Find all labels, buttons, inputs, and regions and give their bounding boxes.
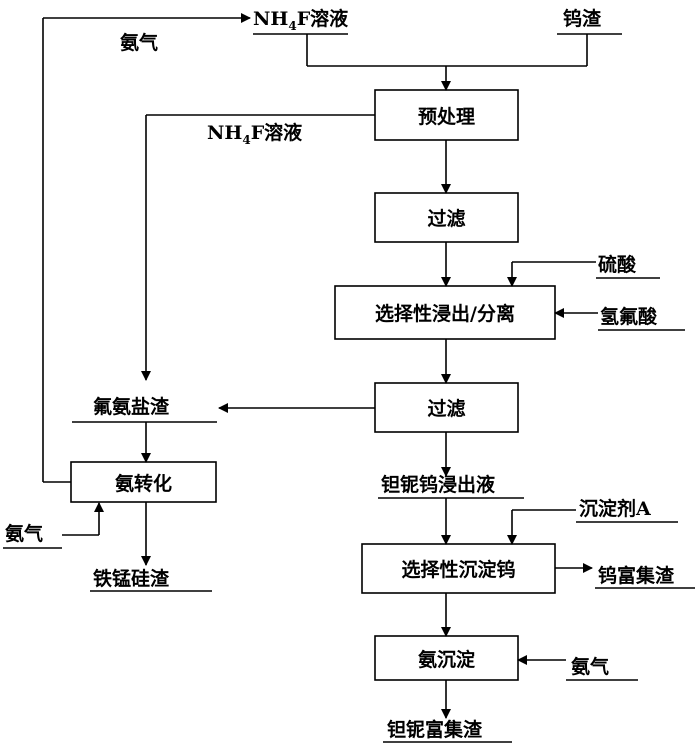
- label-tungsten-slag: 钨渣: [563, 8, 602, 30]
- label-fe-mn-si-slag: 铁锰硅渣: [93, 568, 170, 590]
- step-ammonia-conversion: 氨转化: [114, 472, 172, 495]
- label-ta-nb-rich-slag: 钽铌富集渣: [387, 719, 483, 741]
- step-filter-1: 过滤: [427, 208, 466, 230]
- label-precipitant-a: 沉淀剂A: [579, 498, 651, 520]
- step-pretreatment: 预处理: [417, 105, 475, 128]
- label-sulfuric-acid: 硫酸: [598, 254, 637, 276]
- label-nh4f-top: NH4F溶液: [253, 8, 349, 33]
- label-w-rich-slag: 钨富集渣: [598, 565, 675, 587]
- label-nh4f-mid: NH4F溶液: [207, 122, 303, 147]
- label-ammonia-left: 氨气: [5, 523, 44, 545]
- step-selective-precip-w: 选择性沉淀钨: [401, 559, 516, 581]
- label-hydrofluoric-acid: 氢氟酸: [600, 306, 658, 328]
- step-filter-2: 过滤: [427, 398, 466, 420]
- label-fluoroammonium-salt-slag: 氟氨盐渣: [93, 396, 170, 418]
- step-selective-leach: 选择性浸出/分离: [375, 303, 515, 325]
- label-ammonia-top: 氨气: [120, 32, 159, 54]
- step-ammonia-precip: 氨沉淀: [417, 648, 475, 671]
- label-ta-nb-w-leachate: 钽铌钨浸出液: [381, 474, 496, 496]
- label-ammonia-bottom: 氨气: [571, 656, 610, 678]
